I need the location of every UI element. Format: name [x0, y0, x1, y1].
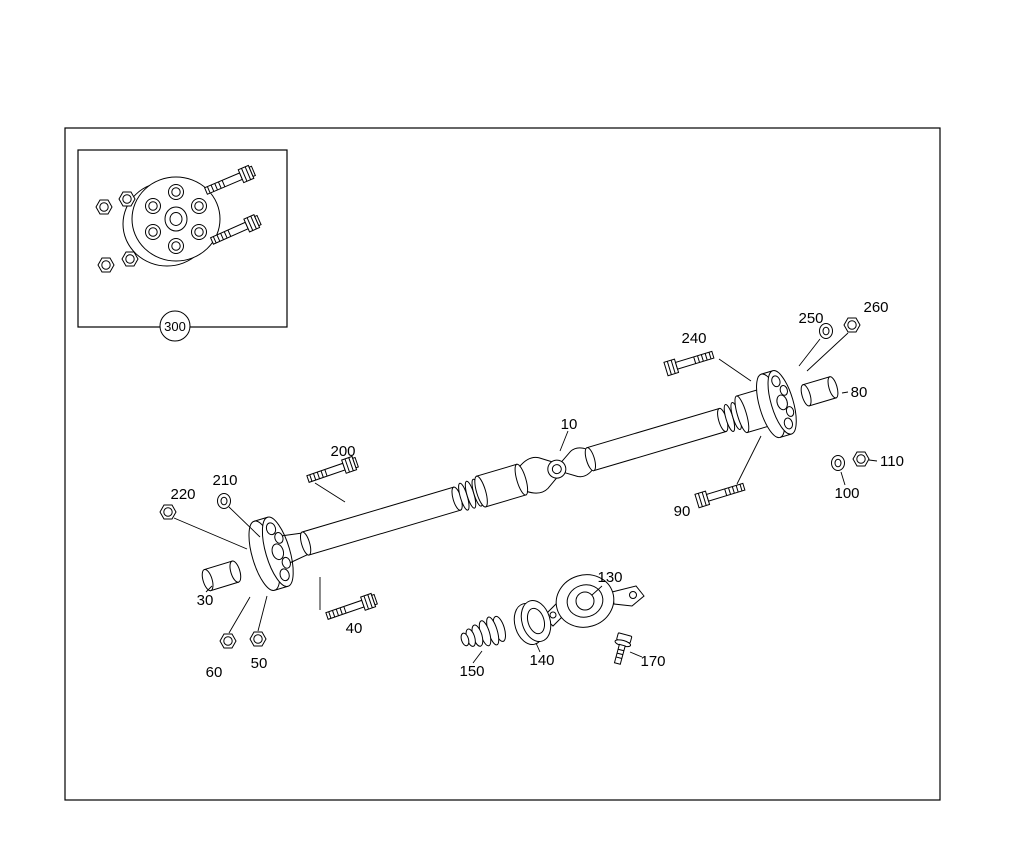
rear-flange — [756, 370, 797, 439]
callout-200[interactable]: 200 — [330, 443, 355, 460]
nut-60 — [219, 633, 237, 649]
shaft-ribs-rear — [723, 402, 742, 432]
bolt-200 — [305, 455, 360, 487]
drive-shaft-assembly — [248, 370, 839, 591]
slip-joint-sleeve — [474, 463, 529, 508]
spacer-sleeve-80 — [800, 376, 839, 407]
bolt-40 — [324, 592, 379, 624]
front-flange — [248, 516, 309, 591]
callout-110[interactable]: 110 — [880, 453, 904, 470]
callout-300[interactable]: 300 — [164, 319, 186, 334]
diagram-border — [64, 127, 941, 801]
leader-lines — [173, 332, 878, 664]
flex-disc-detail — [122, 176, 221, 267]
detail-nut-3 — [97, 257, 115, 273]
callout-220[interactable]: 220 — [170, 486, 195, 503]
detail-inset — [77, 149, 288, 328]
callout-130[interactable]: 130 — [597, 569, 622, 586]
bolt-90 — [694, 479, 747, 509]
callout-240[interactable]: 240 — [681, 330, 706, 347]
callout-150[interactable]: 150 — [459, 663, 484, 680]
nut-220 — [159, 504, 177, 520]
protective-boot-150 — [460, 615, 506, 647]
universal-joint — [519, 447, 594, 494]
detail-nut-2 — [118, 191, 136, 207]
washer-100 — [831, 455, 845, 471]
nut-260 — [843, 317, 861, 333]
callout-labels: 10 30 40 50 60 80 90 100 110 130 140 150… — [170, 299, 903, 681]
ref-balloon-circle[interactable] — [159, 310, 191, 342]
bushing-30 — [201, 560, 242, 592]
callout-100[interactable]: 100 — [834, 485, 859, 502]
callout-90[interactable]: 90 — [674, 503, 691, 520]
shaft-tube-rear — [584, 407, 729, 472]
callout-60[interactable]: 60 — [206, 664, 223, 681]
callout-250[interactable]: 250 — [798, 310, 823, 327]
shaft-tube-front — [299, 486, 463, 556]
callout-210[interactable]: 210 — [212, 472, 237, 489]
callout-40[interactable]: 40 — [346, 620, 363, 637]
bolt-240 — [663, 347, 716, 377]
detail-nut-1 — [95, 199, 113, 215]
bracket-screw-170 — [613, 632, 633, 665]
nut-50 — [249, 631, 267, 647]
bearing-ring-140 — [513, 600, 552, 645]
callout-80[interactable]: 80 — [851, 384, 868, 401]
detail-nut-4 — [121, 251, 139, 267]
nut-110 — [852, 451, 870, 467]
callout-10[interactable]: 10 — [561, 416, 578, 433]
washer-210 — [217, 493, 231, 509]
callout-260[interactable]: 260 — [863, 299, 888, 316]
center-bearing-bracket — [542, 574, 645, 628]
callout-30[interactable]: 30 — [197, 592, 214, 609]
ref-balloon-300[interactable]: 300 — [159, 310, 191, 342]
callout-140[interactable]: 140 — [529, 652, 554, 669]
callout-170[interactable]: 170 — [640, 653, 665, 670]
callout-50[interactable]: 50 — [251, 655, 268, 672]
